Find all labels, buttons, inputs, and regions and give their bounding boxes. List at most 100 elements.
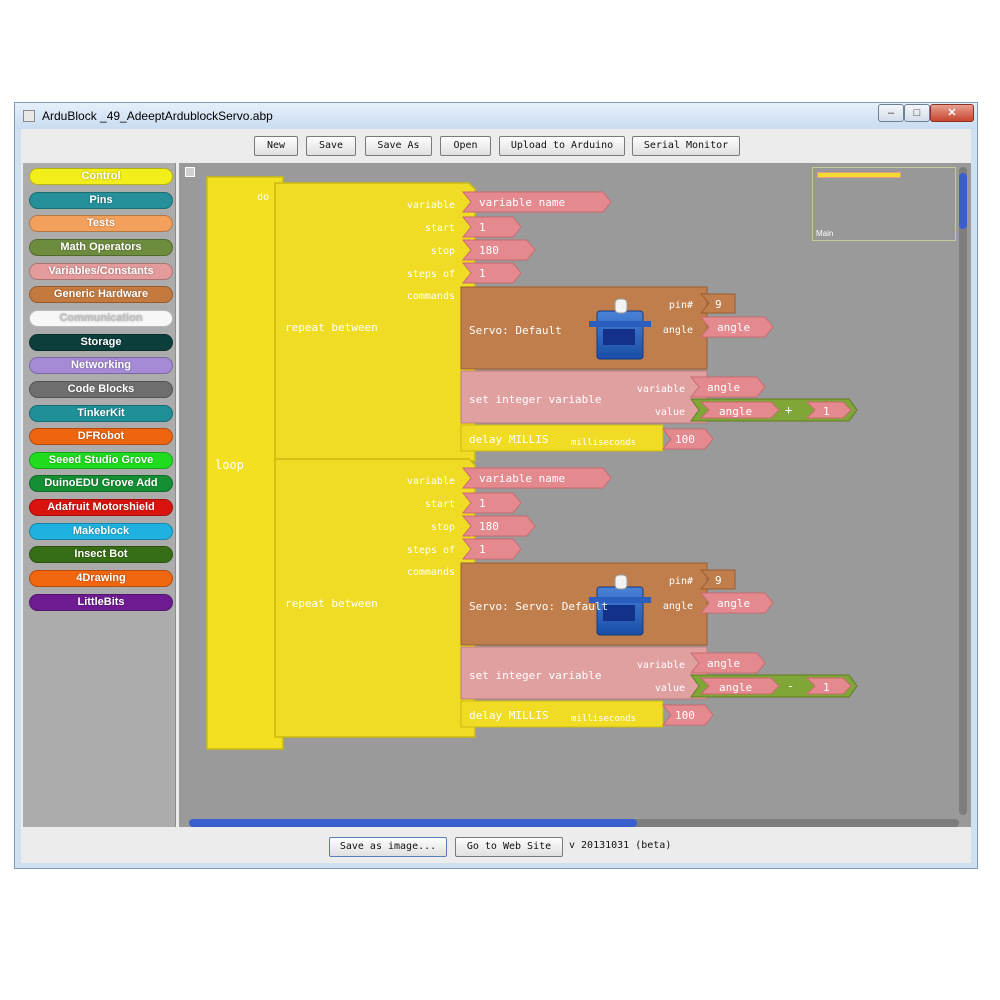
servo-title: Servo: Default xyxy=(469,324,562,337)
pin-label: pin# xyxy=(669,300,693,311)
version-label: v 20131031 (beta) xyxy=(569,840,672,851)
op-right-block[interactable] xyxy=(805,677,852,695)
set-integer-variable-block[interactable] xyxy=(460,646,708,700)
new-button[interactable]: New xyxy=(254,136,298,156)
palette-4drawing-button[interactable]: 4Drawing xyxy=(29,570,173,588)
palette-code-blocks-button[interactable]: Code Blocks xyxy=(29,380,173,398)
start-label: start xyxy=(425,223,455,234)
start-value-block[interactable] xyxy=(461,492,522,514)
palette-pins-button[interactable]: Pins xyxy=(29,191,173,209)
save-button[interactable]: Save xyxy=(306,136,356,156)
servo-motor-icon xyxy=(589,574,651,636)
steps-value-block[interactable] xyxy=(461,538,522,560)
variable-value: variable name xyxy=(479,472,565,485)
setvar-value-label: value xyxy=(655,407,685,418)
setvar-variable-value: angle xyxy=(707,657,740,670)
stop-value-block[interactable] xyxy=(461,239,536,261)
app-icon xyxy=(23,110,35,122)
open-button[interactable]: Open xyxy=(440,136,491,156)
angle-value: angle xyxy=(717,321,750,334)
ardublock-window: ArduBlock _49_AdeeptArdublockServo.abp –… xyxy=(14,102,978,869)
delay-title: delay MILLIS xyxy=(469,709,548,722)
commands-label: commands xyxy=(407,291,455,302)
op-left-block[interactable] xyxy=(699,401,780,419)
minimize-button[interactable]: – xyxy=(878,104,904,122)
delay-value-block[interactable] xyxy=(661,428,714,450)
upload-button[interactable]: Upload to Arduino xyxy=(499,136,625,156)
commands-label: commands xyxy=(407,567,455,578)
block-canvas[interactable]: loop do repeat between variable variable… xyxy=(179,163,971,827)
pin-label: pin# xyxy=(669,576,693,587)
toolbar: New Save Save As Open Upload to Arduino … xyxy=(21,129,971,161)
op-left-block[interactable] xyxy=(699,677,780,695)
palette-networking-button[interactable]: Networking xyxy=(29,357,173,375)
pin-value-block[interactable] xyxy=(699,293,736,314)
go-to-web-site-button[interactable]: Go to Web Site xyxy=(455,837,563,857)
palette-variables-constants-button[interactable]: Variables/Constants xyxy=(29,262,173,280)
palette-tinkerkit-button[interactable]: TinkerKit xyxy=(29,404,173,422)
angle-value-block[interactable] xyxy=(699,592,774,614)
horizontal-scrollbar[interactable] xyxy=(189,819,959,827)
loop-block[interactable]: loop do xyxy=(206,176,284,750)
op-right-block[interactable] xyxy=(805,401,852,419)
stop-label: stop xyxy=(431,522,455,533)
palette-makeblock-button[interactable]: Makeblock xyxy=(29,522,173,540)
angle-label: angle xyxy=(663,325,693,336)
palette-communication-button[interactable]: Communication xyxy=(29,309,173,327)
set-integer-variable-block[interactable] xyxy=(460,370,708,424)
program-blocks: loop do repeat between variable variable… xyxy=(206,176,858,750)
steps-value: 1 xyxy=(479,543,486,556)
stop-label: stop xyxy=(431,246,455,257)
palette-storage-button[interactable]: Storage xyxy=(29,333,173,351)
pin-value: 9 xyxy=(715,574,722,587)
save-as-image-button[interactable]: Save as image... xyxy=(329,837,447,857)
close-button[interactable]: ✕ xyxy=(930,104,974,122)
variable-name-block[interactable] xyxy=(461,191,612,213)
canvas-minimap[interactable]: Main xyxy=(812,167,956,241)
delay-block[interactable] xyxy=(460,424,664,452)
setvar-variable-value: angle xyxy=(707,381,740,394)
repeat-title: repeat between xyxy=(285,321,378,334)
delay-block[interactable] xyxy=(460,700,664,728)
servo-block[interactable] xyxy=(460,286,708,370)
stop-value-block[interactable] xyxy=(461,515,536,537)
angle-value-block[interactable] xyxy=(699,316,774,338)
setvar-title: set integer variable xyxy=(469,393,601,406)
steps-label: steps of xyxy=(407,545,455,556)
start-value: 1 xyxy=(479,497,486,510)
palette-dfrobot-button[interactable]: DFRobot xyxy=(29,428,173,446)
delay-title: delay MILLIS xyxy=(469,433,548,446)
palette-duinoedu-grove-add-button[interactable]: DuinoEDU Grove Add xyxy=(29,475,173,493)
start-value-block[interactable] xyxy=(461,216,522,238)
start-label: start xyxy=(425,499,455,510)
op-symbol: - xyxy=(787,679,794,693)
serial-monitor-button[interactable]: Serial Monitor xyxy=(632,136,740,156)
pin-value-block[interactable] xyxy=(699,569,736,590)
vertical-scroll-thumb[interactable] xyxy=(959,173,967,229)
palette-insect-bot-button[interactable]: Insect Bot xyxy=(29,546,173,564)
bottom-bar: Save as image... Go to Web Site v 201310… xyxy=(21,829,971,863)
palette-adafruit-motorshield-button[interactable]: Adafruit Motorshield xyxy=(29,499,173,517)
save-as-button[interactable]: Save As xyxy=(365,136,432,156)
vertical-scrollbar[interactable] xyxy=(959,167,967,815)
palette-seeed-studio-grove-button[interactable]: Seeed Studio Grove xyxy=(29,451,173,469)
palette-control-button[interactable]: Control xyxy=(29,168,173,185)
angle-label: angle xyxy=(663,601,693,612)
minimap-block-preview xyxy=(817,172,901,178)
steps-value-block[interactable] xyxy=(461,262,522,284)
variable-name-block[interactable] xyxy=(461,467,612,489)
palette-generic-hardware-button[interactable]: Generic Hardware xyxy=(29,286,173,304)
horizontal-scroll-thumb[interactable] xyxy=(189,819,637,827)
palette-math-operators-button[interactable]: Math Operators xyxy=(29,238,173,256)
canvas-menu-icon[interactable] xyxy=(185,167,195,177)
delay-value: 100 xyxy=(675,709,695,722)
setvar-variable-block[interactable] xyxy=(689,376,766,398)
setvar-variable-block[interactable] xyxy=(689,652,766,674)
palette-tests-button[interactable]: Tests xyxy=(29,215,173,233)
steps-value: 1 xyxy=(479,267,486,280)
servo-block[interactable] xyxy=(460,562,708,646)
maximize-button[interactable]: □ xyxy=(904,104,930,122)
delay-value-block[interactable] xyxy=(661,704,714,726)
palette-littlebits-button[interactable]: LittleBits xyxy=(29,593,173,611)
setvar-value-label: value xyxy=(655,683,685,694)
